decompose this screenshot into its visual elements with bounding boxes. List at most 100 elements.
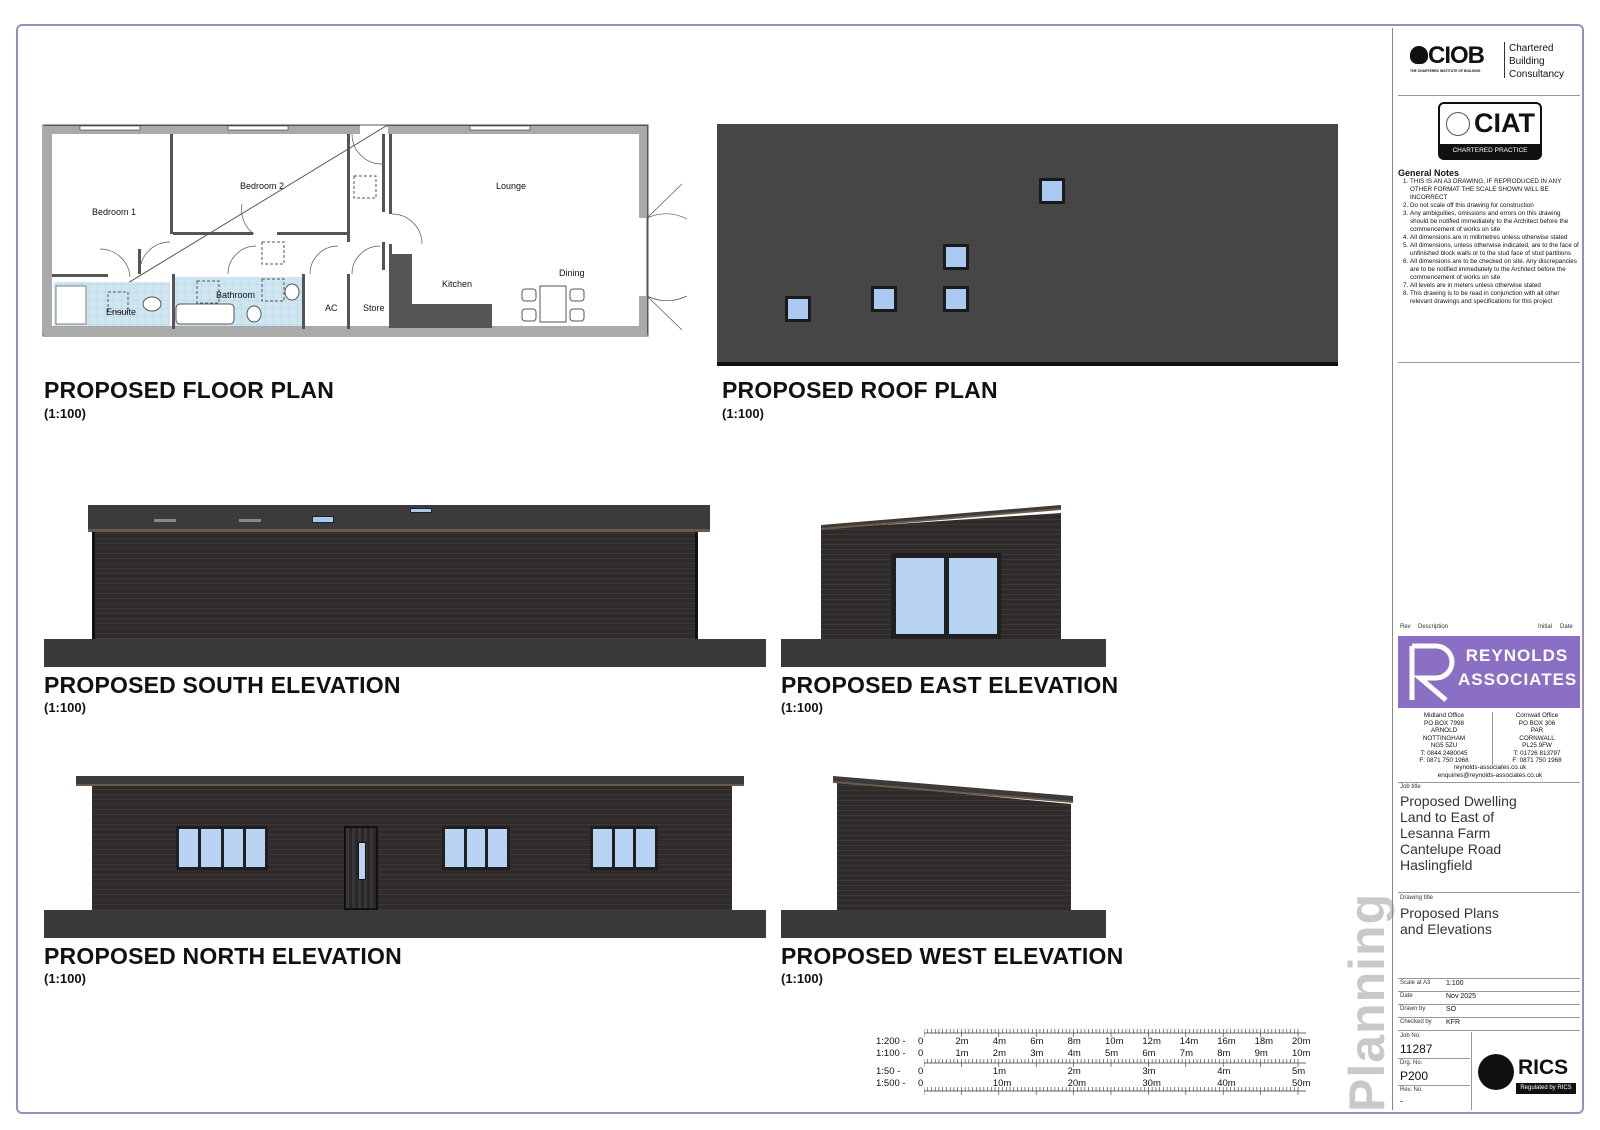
scale-tick-label: 10m (1105, 1036, 1124, 1047)
scale-tick-label: 9m (1254, 1048, 1268, 1059)
north-window (176, 826, 268, 870)
roof-skylight (943, 286, 969, 312)
room-label-dining: Dining (559, 268, 585, 278)
scale-tick-label: 6m (1142, 1048, 1156, 1059)
ciob-logo: CIOB THE CHARTERED INSTITUTE OF BUILDING… (1410, 42, 1580, 84)
scale-label-1-100: 1:100 - (876, 1048, 906, 1059)
east-elevation (781, 505, 1106, 667)
roof-plan-scale: (1:100) (722, 406, 764, 421)
note-item: All dimensions, unless otherwise indicat… (1410, 242, 1580, 258)
scale-tick-label: 20m (1292, 1036, 1311, 1047)
title-line: Cantelupe Road (1400, 841, 1502, 857)
room-label-ensuite: Ensuite (106, 307, 137, 317)
east-elevation-scale: (1:100) (781, 700, 823, 715)
roof-plan-title: PROPOSED ROOF PLAN (722, 377, 998, 403)
scale-tick-label: 1m (992, 1066, 1006, 1077)
scale-tick-label: 2m (1067, 1066, 1081, 1077)
office-line: T: 01726 813797 (1513, 749, 1561, 757)
note-item: Any ambiguities, omissions and errors on… (1410, 210, 1580, 234)
room-label-bathroom: Bathroom (216, 290, 256, 300)
scale-tick-label: 0 (918, 1048, 924, 1059)
south-elevation (44, 505, 766, 667)
ciat-wordmark: CIAT (1474, 108, 1535, 138)
north-window (590, 826, 658, 870)
scale-tick-label: 20m (1067, 1078, 1087, 1089)
room-label-ac: AC (325, 303, 338, 313)
room-label-lounge: Lounge (496, 181, 527, 191)
scale-tick-label: 5m (1292, 1066, 1306, 1077)
south-elevation-title: PROPOSED SOUTH ELEVATION (44, 672, 401, 698)
room-label-bedroom-1: Bedroom 1 (92, 207, 137, 217)
roof-skylight (1039, 178, 1065, 204)
note-item: This drawing is to be read in conjunctio… (1410, 290, 1580, 306)
scale-label-1-500: 1:500 - (876, 1078, 906, 1089)
room-label-store: Store (363, 303, 385, 313)
notes-heading: General Notes (1398, 168, 1460, 178)
north-window (442, 826, 510, 870)
floor-plan (42, 124, 688, 337)
scale-tick-label: 0 (918, 1066, 924, 1077)
scale-tick-label: 50m (1292, 1078, 1311, 1089)
roof-skylight (871, 286, 897, 312)
rev-no-cell: Rev. No. - (1400, 1087, 1423, 1106)
rics-logo: RICS Regulated by RICS (1476, 1052, 1580, 1098)
scale-tick-label: 8m (1217, 1048, 1231, 1059)
floor-plan-title: PROPOSED FLOOR PLAN (44, 377, 335, 403)
ciob-subtitle: THE CHARTERED INSTITUTE OF BUILDING (1410, 69, 1481, 73)
title-line: Lesanna Farm (1400, 825, 1491, 841)
note-item: THIS IS AN A3 DRAWING, IF REPRODUCED IN … (1410, 178, 1580, 202)
office-line: CORNWALL (1519, 734, 1555, 742)
scale-tick-label: 10m (1292, 1048, 1311, 1059)
title-line: Proposed Dwelling (1400, 793, 1517, 809)
east-elevation-title: PROPOSED EAST ELEVATION (781, 672, 1119, 698)
office-line: F: 0871 750 1968 (1419, 757, 1469, 764)
north-elevation-scale: (1:100) (44, 971, 86, 986)
rics-subtitle: Regulated by RICS (1516, 1083, 1576, 1094)
title-line: and Elevations (1400, 921, 1492, 937)
floor-plan-scale: (1:100) (44, 406, 86, 421)
office-line: NG5 5ZU (1430, 742, 1458, 749)
office-web: reynolds-associates.co.uk (1453, 764, 1527, 771)
note-item: All dimensions are in millimetres unless… (1410, 234, 1580, 242)
office-line: PAR (1530, 727, 1544, 734)
ciob-icon (1410, 46, 1428, 64)
office-line: PO BOX 7998 (1424, 719, 1464, 727)
ciat-crest-icon (1446, 112, 1470, 136)
west-elevation (781, 776, 1106, 938)
job-title-label: Job title (1400, 784, 1421, 790)
revision-header: Rev Description Initial Date (1400, 624, 1573, 630)
roof-skylight (943, 244, 969, 270)
scale-tick-label: 5m (1105, 1048, 1119, 1059)
scale-tick-label: 0 (918, 1036, 924, 1047)
scale-bar-ruler (924, 1029, 1306, 1095)
scale-tick-label: 4m (1217, 1066, 1231, 1077)
office-line: T: 0844 2480045 (1420, 749, 1468, 757)
title-line: Haslingfield (1400, 857, 1473, 873)
scale-tick-label: 10m (992, 1078, 1012, 1089)
ciat-logo: CIAT CHARTERED PRACTICE (1438, 102, 1542, 160)
ciob-wordmark: CIOB (1428, 42, 1485, 69)
office-line: ARNOLD (1430, 727, 1458, 734)
office-line: PL25 9FW (1522, 742, 1552, 749)
job-no-cell: Job No. 11287 (1398, 1032, 1470, 1059)
planning-stamp: Planning (1339, 892, 1395, 1112)
scale-tick-label: 2m (992, 1048, 1006, 1059)
scale-tick-label: 14m (1179, 1036, 1199, 1047)
scale-tick-label: 2m (955, 1036, 969, 1047)
note-item: Do not scale off this drawing for constr… (1410, 202, 1580, 210)
office-line: Cornwall Office (1515, 712, 1559, 719)
room-label-bedroom-2: Bedroom 2 (240, 181, 285, 191)
south-elevation-scale: (1:100) (44, 700, 86, 715)
note-item: All levels are in meters unless otherwis… (1410, 282, 1580, 290)
title-block (1392, 28, 1583, 1110)
scale-tick-label: 4m (992, 1036, 1006, 1047)
title-line: Proposed Plans (1400, 905, 1499, 921)
scale-tick-label: 6m (1030, 1036, 1044, 1047)
scale-tick-label: 4m (1067, 1048, 1081, 1059)
drg-no-cell: Drg. No. P200 (1398, 1059, 1470, 1086)
